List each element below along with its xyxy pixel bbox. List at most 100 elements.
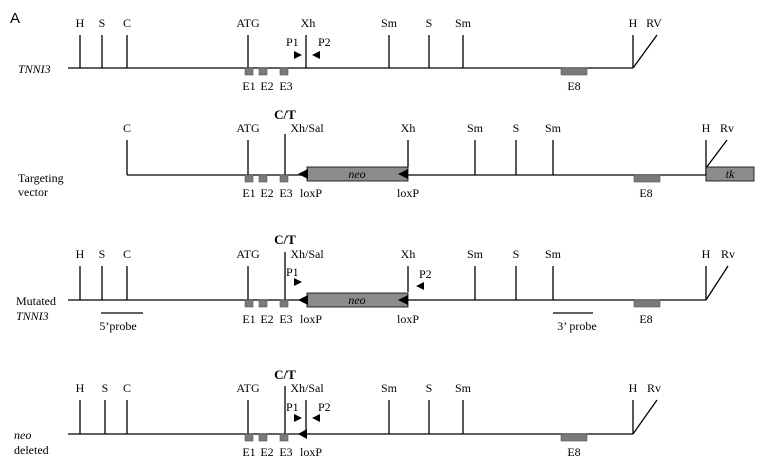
row2-loxp1-label: loxP [300, 186, 322, 200]
row4-exon-e8 [560, 433, 588, 442]
row4-label-line2: deleted [14, 443, 49, 457]
row3-site-h2: H [702, 247, 711, 261]
row2-exon-e8-label: E8 [639, 186, 652, 200]
row1-exon-e8 [560, 67, 588, 76]
row2-site-xhsal: Xh/Sal [290, 121, 324, 135]
row2-site-h: H [702, 121, 711, 135]
row2-site-sm: Sm [467, 121, 484, 135]
row3-site-ct: C/T [274, 232, 296, 247]
row1-exon-e3-label: E3 [279, 79, 292, 93]
row3-break-line [705, 265, 729, 301]
row2-exon-e1 [244, 174, 254, 183]
row3-site-s: S [99, 247, 106, 261]
row2-site-rv: Rv [720, 121, 734, 135]
row3-site-h: H [76, 247, 85, 261]
row3-exon-e3 [279, 299, 289, 308]
row2-exon-e2 [258, 174, 268, 183]
row3-site-s2: S [513, 247, 520, 261]
row4-site-atg: ATG [236, 381, 260, 395]
row2-break-line [705, 139, 728, 169]
row3-label-line1: Mutated [16, 294, 56, 308]
row1-site-s: S [99, 16, 106, 30]
row1-site-atg: ATG [236, 16, 260, 30]
row3-site-atg: ATG [236, 247, 260, 261]
row4-exon-e1-label: E1 [242, 445, 255, 459]
row4-site-c: C [123, 381, 131, 395]
row3-site-rv: Rv [721, 247, 735, 261]
row1-primer-p2-arrow [312, 51, 320, 59]
row3-primer-p1-label: P1 [286, 265, 299, 279]
row3-site-c: C [123, 247, 131, 261]
row3-neo-label: neo [348, 293, 365, 307]
row3-loxp2-label: loxP [397, 312, 419, 326]
row1-label: TNNI3 [18, 62, 51, 76]
row2-exon-e3-label: E3 [279, 186, 292, 200]
row2-exon-e3 [279, 174, 289, 183]
row1-exon-e1-label: E1 [242, 79, 255, 93]
row4-loxp-label: loxP [300, 445, 322, 459]
row3-exon-e8 [633, 299, 661, 308]
row1-exon-e1 [244, 67, 254, 76]
row2-loxp2-label: loxP [397, 186, 419, 200]
row1-site-h: H [76, 16, 85, 30]
row4-break-line [632, 399, 658, 435]
row4-exon-e3 [279, 433, 289, 442]
row4-site-sm: Sm [381, 381, 398, 395]
row2-site-c: C [123, 121, 131, 135]
row1-exon-e8-label: E8 [567, 79, 580, 93]
row1-primer-p1-arrow [294, 51, 302, 59]
row2-tk-label: tk [726, 167, 735, 181]
row3-site-xh: Xh [401, 247, 416, 261]
row2-tk-cassette [705, 166, 755, 182]
row4-loxp-triangle [298, 429, 307, 439]
row4-site-xhsal: Xh/Sal [290, 381, 324, 395]
row3-3prime-probe-label: 3’ probe [557, 319, 596, 333]
row1-site-xh: Xh [301, 16, 316, 30]
row3-exon-e3-label: E3 [279, 312, 292, 326]
row1-site-s2: S [426, 16, 433, 30]
row4-primer-p2-label: P2 [318, 400, 331, 414]
row3-exon-e8-label: E8 [639, 312, 652, 326]
row1-primer-p1-label: P1 [286, 35, 299, 49]
row1-primer-p2-label: P2 [318, 35, 331, 49]
row4-exon-e2-label: E2 [260, 445, 273, 459]
row2-site-ct: C/T [274, 107, 296, 122]
row-neo-deleted: neo deleted H S C ATG C/T Xh/Sal Sm S Sm… [14, 367, 661, 459]
row3-site-sm: Sm [467, 247, 484, 261]
row4-primer-p1-label: P1 [286, 400, 299, 414]
row2-label-line2: vector [18, 185, 48, 199]
row1-site-sm: Sm [381, 16, 398, 30]
row4-site-h2: H [629, 381, 638, 395]
row4-site-h: H [76, 381, 85, 395]
row3-loxp2-triangle [398, 295, 408, 305]
row4-site-ct: C/T [274, 367, 296, 382]
row3-primer-p2-label: P2 [419, 267, 432, 281]
row1-break-line [632, 34, 658, 69]
row1-exon-e2 [258, 67, 268, 76]
row2-label-line1: Targeting [18, 171, 64, 185]
row3-exon-e1 [244, 299, 254, 308]
row2-neo-label: neo [348, 167, 365, 181]
row4-site-sm2: Sm [455, 381, 472, 395]
row-targeting-vector: Targeting vector C ATG C/T Xh/Sal Xh Sm … [18, 107, 755, 200]
row2-loxp2-triangle [398, 169, 408, 179]
row1-site-h2: H [629, 16, 638, 30]
row3-primer-p2-arrow [416, 282, 424, 290]
row3-site-xhsal: Xh/Sal [290, 247, 324, 261]
row4-site-s2: S [426, 381, 433, 395]
row4-exon-e1 [244, 433, 254, 442]
row2-site-atg: ATG [236, 121, 260, 135]
row3-exon-e2 [258, 299, 268, 308]
row3-exon-e1-label: E1 [242, 312, 255, 326]
row1-site-rv: RV [646, 16, 662, 30]
row1-exon-e3 [279, 67, 289, 76]
row4-exon-e8-label: E8 [567, 445, 580, 459]
row4-site-rv: Rv [647, 381, 661, 395]
row4-exon-e3-label: E3 [279, 445, 292, 459]
row3-loxp1-triangle [298, 295, 308, 305]
row4-primer-p2-arrow [312, 414, 320, 422]
row3-primer-p1-arrow [294, 278, 302, 286]
row3-label-line2: TNNI3 [16, 309, 49, 323]
row2-exon-e1-label: E1 [242, 186, 255, 200]
